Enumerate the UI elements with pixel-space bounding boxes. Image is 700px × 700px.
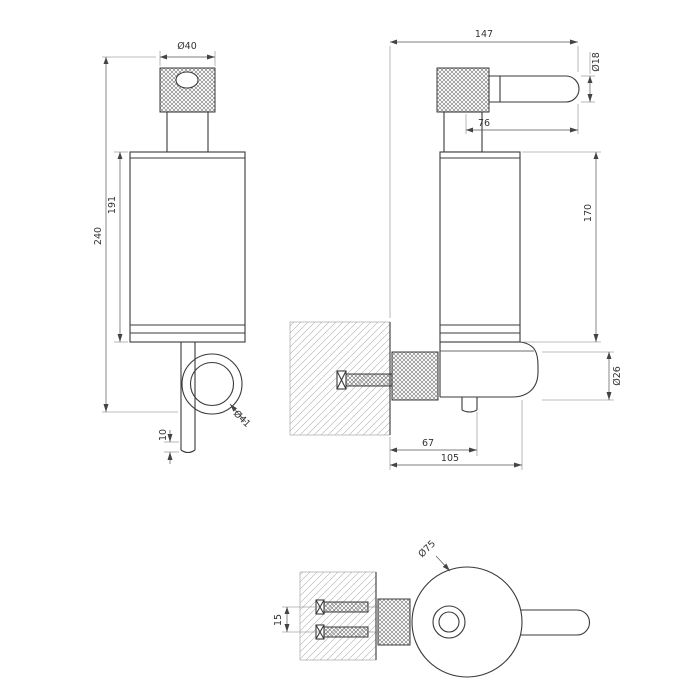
side-body <box>439 151 521 343</box>
side-neck <box>443 111 483 153</box>
dim-side-mount-diameter: Ø26 <box>612 366 623 386</box>
front-pump-hole <box>175 71 199 89</box>
dim-top-body-diameter: Ø75 <box>416 538 438 560</box>
side-body-detail-lines <box>440 157 520 334</box>
dim-front-pump-diameter: Ø40 <box>177 41 197 52</box>
top-view: 15 Ø75 <box>273 538 591 678</box>
side-mount-ring <box>391 351 439 401</box>
top-pump-shaft-outer <box>432 605 466 639</box>
top-wall-section <box>299 571 377 661</box>
dim-side-lever-diameter: Ø18 <box>591 52 602 72</box>
front-mount-ring-inner <box>189 361 235 407</box>
dim-front-body-height: 191 <box>107 196 118 214</box>
dim-side-total-width: 147 <box>475 29 493 40</box>
dim-front-ring-diameter: Ø41 <box>231 408 253 430</box>
dim-side-lever-length: 76 <box>478 118 490 129</box>
side-dimensions: 147 Ø18 76 170 Ø26 67 <box>389 29 623 470</box>
top-lever <box>499 609 591 636</box>
side-bottom-cap <box>439 341 539 413</box>
top-pump-shaft-inner <box>438 611 460 633</box>
front-outlet-tube <box>180 342 196 454</box>
top-mount-ring <box>377 598 411 646</box>
dim-top-screw-spacing: 15 <box>273 614 284 626</box>
dim-front-bottom-offset: 10 <box>158 429 169 441</box>
side-anchor-screw <box>336 370 393 390</box>
dim-side-body-height: 170 <box>583 204 594 222</box>
dim-side-depth-total: 105 <box>441 453 459 464</box>
front-dimensions: Ø40 240 191 10 Ø41 <box>93 41 253 464</box>
side-view: 147 Ø18 76 170 Ø26 67 <box>289 29 623 470</box>
dim-front-total-height: 240 <box>93 227 104 245</box>
side-lever <box>488 75 580 103</box>
front-view: Ø40 240 191 10 Ø41 <box>93 41 253 464</box>
front-mount-ring-outer <box>181 353 243 415</box>
front-body <box>129 151 246 343</box>
side-pump-head <box>436 67 490 113</box>
front-body-detail-lines <box>130 157 245 334</box>
top-body-circle <box>411 566 523 678</box>
front-neck <box>166 111 209 153</box>
dim-side-depth-inner: 67 <box>422 438 434 449</box>
